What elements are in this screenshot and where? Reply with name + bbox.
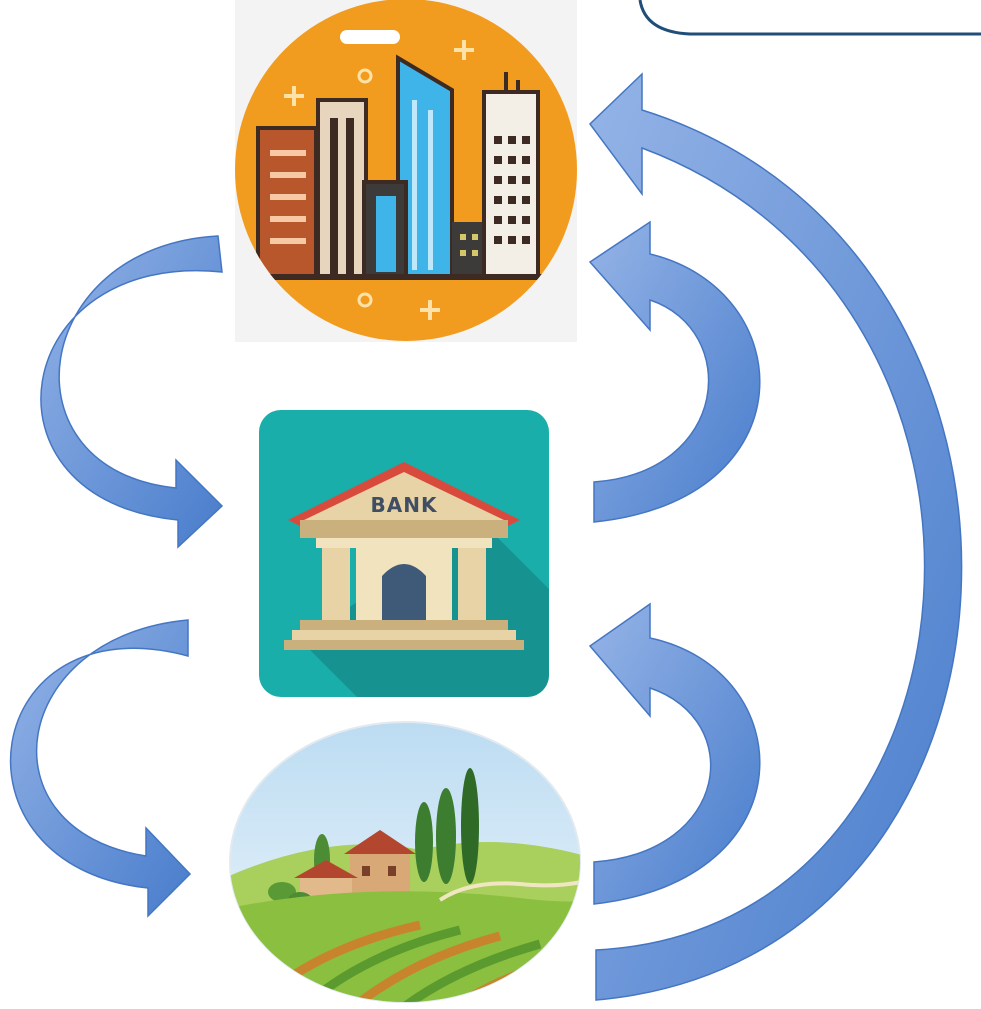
arrow-village-to-bank [588, 602, 761, 905]
callout-box-border [638, 0, 981, 36]
city-buildings-icon [235, 0, 577, 342]
arrow-bank-to-city [588, 220, 761, 523]
bank-sign-text: BANK [371, 493, 438, 517]
arrow-bank-to-village [9, 619, 192, 918]
village-farmland-icon [229, 721, 581, 1003]
arrow-village-to-city [589, 72, 963, 1001]
bank-building-icon: BANK [259, 410, 549, 697]
arrow-city-to-bank [40, 235, 224, 549]
